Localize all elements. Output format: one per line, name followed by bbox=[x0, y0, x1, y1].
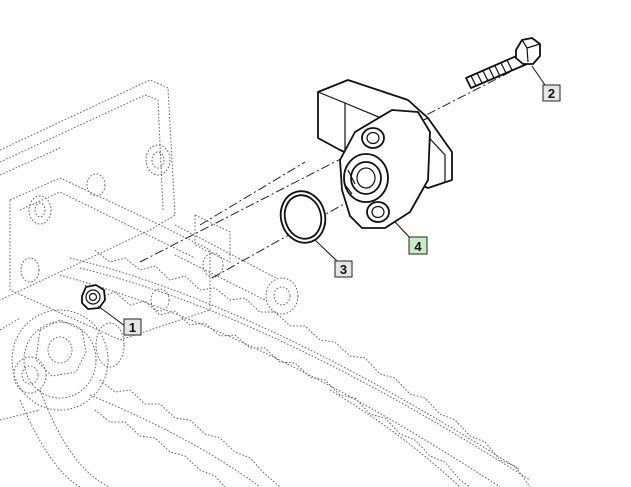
leader-3 bbox=[314, 239, 339, 263]
callout-1-box bbox=[123, 318, 142, 336]
center-line-upper bbox=[199, 161, 306, 226]
callout-4-box bbox=[408, 236, 428, 255]
callout-3-label: 3 bbox=[340, 262, 347, 277]
callout-4-label: 4 bbox=[414, 239, 422, 254]
ghost-frame-plate bbox=[0, 79, 176, 301]
ghost-frame-edge bbox=[0, 94, 164, 211]
ghost-roller-chain-lower bbox=[89, 379, 461, 487]
callout-4: 4 bbox=[408, 236, 428, 255]
ghost-bracket bbox=[9, 177, 211, 341]
callout-1-label: 1 bbox=[129, 320, 136, 335]
ghost-machinery bbox=[0, 79, 531, 487]
callout-2-box bbox=[542, 84, 561, 102]
callout-3-box bbox=[334, 260, 353, 278]
part-3-o-ring bbox=[279, 190, 327, 244]
assembly-center-lines bbox=[139, 71, 511, 279]
center-line-bolt bbox=[139, 71, 511, 263]
part-2-bolt bbox=[465, 37, 541, 89]
callout-1: 1 bbox=[123, 318, 142, 336]
leader-1 bbox=[97, 305, 126, 327]
callout-2: 2 bbox=[542, 84, 561, 102]
part-1-nut bbox=[81, 284, 106, 310]
leader-2 bbox=[531, 65, 548, 89]
part-4-tensioner bbox=[317, 79, 453, 229]
ghost-sprocket-hub bbox=[0, 309, 125, 487]
callout-2-label: 2 bbox=[548, 86, 555, 101]
center-line-lower bbox=[211, 194, 361, 279]
callout-3: 3 bbox=[334, 260, 353, 278]
